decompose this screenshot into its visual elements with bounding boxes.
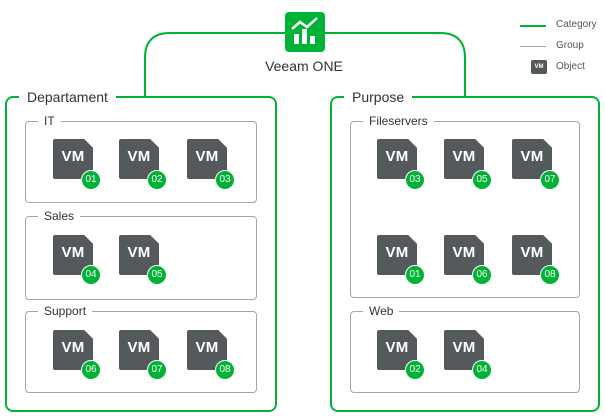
group-web: Web	[350, 303, 580, 393]
vm-badge: 04	[81, 265, 101, 285]
legend-category-line	[520, 25, 546, 27]
legend-group-line	[520, 46, 546, 47]
group-support: Support	[25, 303, 257, 393]
vm-badge: 07	[540, 170, 560, 190]
vm-icon: VM	[119, 235, 159, 275]
root-label: Veeam ONE	[265, 58, 343, 74]
group-title: Sales	[38, 208, 81, 224]
vm-badge: 05	[472, 170, 492, 190]
vm-badge: 06	[472, 265, 492, 285]
legend-category-label: Category	[556, 19, 597, 30]
group-title: Fileservers	[363, 113, 434, 129]
connector-left	[144, 32, 285, 96]
vm-badge: 03	[215, 170, 235, 190]
category-purpose: Purpose	[330, 87, 600, 412]
group-title: IT	[38, 113, 61, 129]
category-title: Departament	[19, 87, 116, 107]
group-it: IT	[25, 113, 257, 203]
vm-badge: 04	[472, 360, 492, 380]
vm-icon: VM	[377, 330, 417, 370]
veeam-one-chart-icon	[285, 12, 325, 52]
category-departament: Departament	[5, 87, 277, 412]
vm-badge: 08	[215, 360, 235, 380]
group-title: Web	[363, 303, 400, 319]
vm-badge: 02	[147, 170, 167, 190]
vm-badge: 08	[540, 265, 560, 285]
vm-icon: VM	[119, 330, 159, 370]
vm-badge: 05	[147, 265, 167, 285]
vm-badge: 07	[147, 360, 167, 380]
vm-icon: VM	[53, 139, 93, 179]
group-fileservers: Fileservers	[350, 113, 580, 298]
legend-object-label: Object	[556, 61, 585, 72]
legend-group-label: Group	[556, 40, 584, 51]
category-title: Purpose	[344, 87, 413, 107]
vm-badge: 01	[81, 170, 101, 190]
connector-right	[325, 32, 466, 96]
legend-vm-icon: VM	[531, 60, 547, 74]
group-sales: Sales	[25, 208, 257, 300]
vm-badge: 01	[405, 265, 425, 285]
vm-badge: 02	[405, 360, 425, 380]
vm-badge: 03	[405, 170, 425, 190]
group-title: Support	[38, 303, 93, 319]
vm-badge: 06	[81, 360, 101, 380]
